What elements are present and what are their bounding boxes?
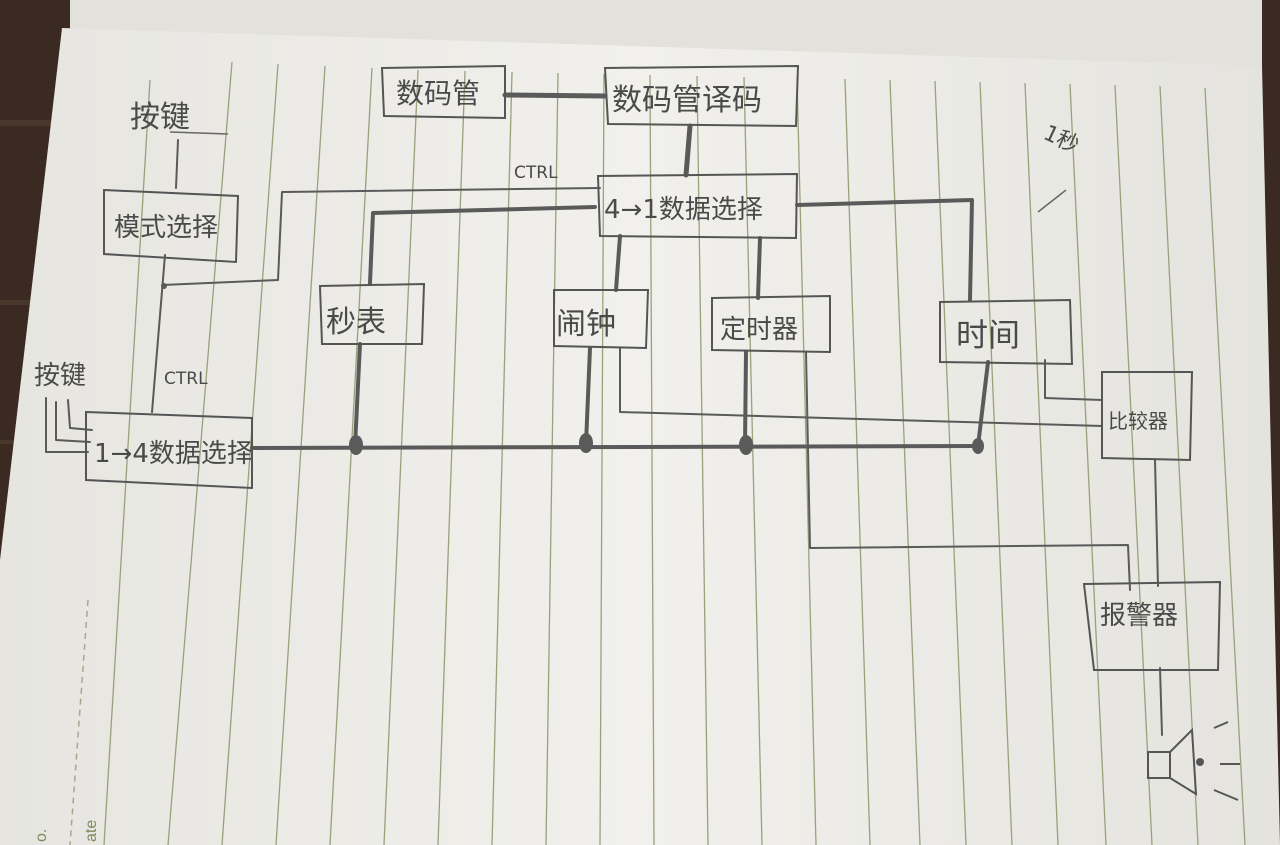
speaker-icon xyxy=(1147,721,1240,801)
mode-select-label: 模式选择 xyxy=(114,213,218,243)
margin-date-text: ate xyxy=(83,820,100,842)
timer-label: 定时器 xyxy=(720,315,798,345)
segment-decoder-label: 数码管译码 xyxy=(612,83,762,118)
desk-grain xyxy=(0,300,60,305)
data-select-bottom-label: 1→4数据选择 xyxy=(94,439,253,469)
segment-display-label: 数码管 xyxy=(396,77,480,110)
timer-box xyxy=(711,294,831,354)
ctrl-label-left: CTRL xyxy=(164,369,208,389)
alarm-box xyxy=(553,289,650,350)
ruled-lines xyxy=(103,61,1246,845)
alarm-label: 闹钟 xyxy=(556,307,616,342)
margin-no-text: o. xyxy=(33,829,50,842)
alarm-buzzer-box xyxy=(1082,580,1222,671)
comparator-label: 比较器 xyxy=(1108,409,1168,433)
junction-dots xyxy=(161,283,984,455)
alarm-buzzer-label: 报警器 xyxy=(1100,601,1178,631)
stopwatch-box xyxy=(318,282,426,345)
margin-dashed-line xyxy=(69,599,89,845)
stopwatch-label: 秒表 xyxy=(326,305,386,340)
data-select-bottom-box xyxy=(85,410,253,490)
time-box xyxy=(939,298,1074,366)
comparator-box xyxy=(1101,371,1194,462)
time-label: 时间 xyxy=(956,316,1020,354)
key-label-top-underline xyxy=(169,131,229,135)
wires xyxy=(45,92,1163,736)
ctrl-label-top: CTRL xyxy=(514,163,558,183)
notebook-page xyxy=(0,28,1280,845)
segment-display-box xyxy=(380,64,506,120)
one-second-mark xyxy=(1037,189,1067,213)
data-select-top-label: 4→1数据选择 xyxy=(604,195,763,225)
mode-select-box xyxy=(103,188,240,264)
key-label-left: 按键 xyxy=(34,361,86,391)
key-label-top: 按键 xyxy=(130,100,190,135)
segment-decoder-box xyxy=(603,64,800,128)
data-select-top-box xyxy=(596,172,799,240)
back-page xyxy=(70,0,1262,70)
desk-grain xyxy=(0,120,70,126)
